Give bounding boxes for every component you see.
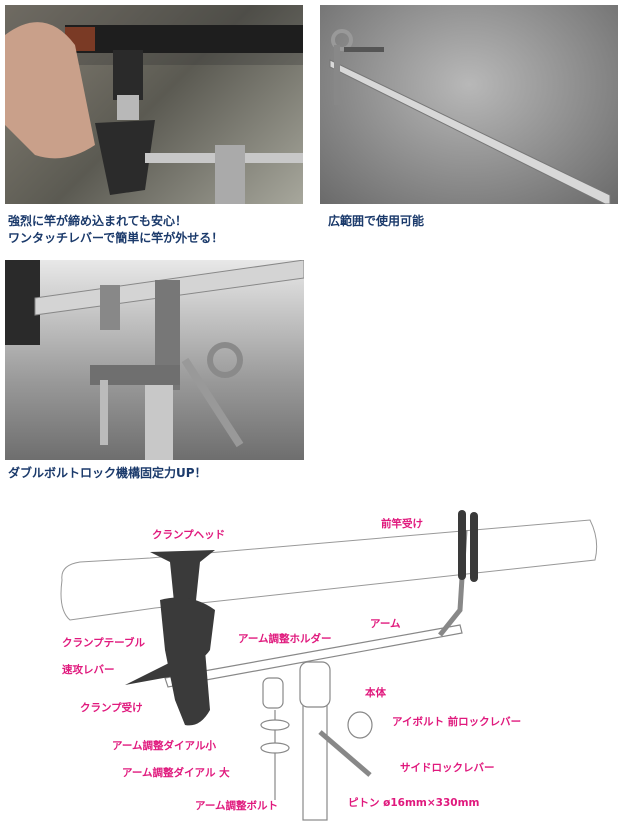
label-arm: アーム	[370, 618, 401, 630]
label-clamp-table: クランプテーブル	[62, 637, 146, 649]
label-body: 本体	[365, 687, 386, 699]
caption-photo1: 強烈に竿が締め込まれても安心！ ワンタッチレバーで簡単に竿が外せる！	[8, 213, 223, 247]
label-piton: ピトン ø16mm×330mm	[348, 797, 480, 809]
caption-photo3: ダブルボルトロック機構固定力UP！	[8, 466, 207, 480]
photo-wide-range-art	[329, 29, 611, 204]
label-clamp-head: クランプヘッド	[152, 529, 226, 541]
label-dial-small: アーム調整ダイアル小	[112, 740, 216, 752]
caption-photo2: 広範囲で使用可能	[328, 214, 425, 228]
label-eyebolt: アイボルト 前ロックレバー	[392, 716, 522, 728]
caption-photo1-line1: 強烈に竿が締め込まれても安心！	[8, 214, 188, 228]
label-front-rod-rest: 前竿受け	[381, 518, 423, 530]
label-arm-bolt: アーム調整ボルト	[195, 800, 279, 812]
label-dial-large: アーム調整ダイアル 大	[122, 767, 230, 779]
label-side-lock: サイドロックレバー	[400, 762, 495, 774]
photo-clamp-hand-art	[5, 5, 303, 204]
label-clamp-holder: クランプ受け	[80, 702, 143, 714]
caption-photo1-line2: ワンタッチレバーで簡単に竿が外せる！	[8, 231, 224, 245]
label-arm-adjust-holder: アーム調整ホルダー	[238, 633, 332, 645]
label-quick-lever: 速攻レバー	[62, 664, 115, 676]
photo-clamp-hand	[5, 5, 303, 204]
photo-double-bolt	[5, 260, 304, 460]
parts-diagram-art	[60, 510, 598, 821]
photo-wide-range	[320, 5, 618, 204]
photo-double-bolt-art	[5, 260, 304, 460]
parts-diagram: クランプヘッド 前竿受け クランプテーブル 速攻レバー クランプ受け アーム調整…	[0, 500, 619, 827]
